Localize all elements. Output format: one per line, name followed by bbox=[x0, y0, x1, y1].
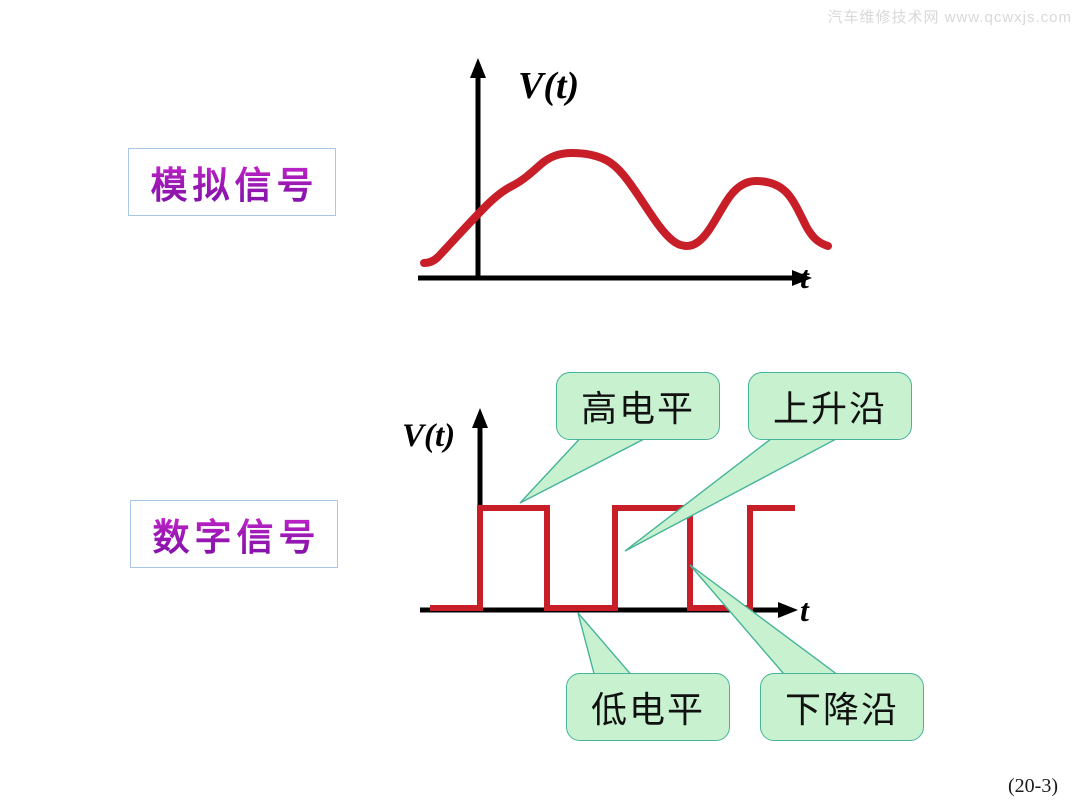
digital-y-axis-label: V(t) bbox=[402, 418, 456, 454]
rising-edge-callout-text: 上升沿 bbox=[772, 389, 887, 430]
page-number: (20-3) bbox=[1008, 775, 1058, 797]
digital-signal-label-box: 数字信号 bbox=[130, 500, 338, 568]
high-level-callout: 高电平 bbox=[556, 372, 720, 440]
digital-signal-label-text: 数字信号 bbox=[148, 507, 321, 561]
analog-signal-label-box: 模拟信号 bbox=[128, 148, 336, 216]
falling-edge-callout: 下降沿 bbox=[760, 673, 924, 741]
analog-signal-chart bbox=[400, 50, 860, 310]
digital-waveform-path bbox=[430, 505, 795, 611]
digital-x-axis-label: t bbox=[800, 592, 809, 628]
low-level-callout: 低电平 bbox=[566, 673, 730, 741]
analog-axes bbox=[418, 58, 812, 286]
watermark-text: 汽车维修技术网 www.qcwxjs.com bbox=[827, 9, 1072, 26]
falling-edge-callout-text: 下降沿 bbox=[784, 690, 899, 731]
analog-x-axis-label: t bbox=[800, 259, 809, 295]
analog-waveform-path bbox=[420, 149, 832, 267]
analog-y-axis-label: V(t) bbox=[518, 65, 580, 107]
analog-signal-label-text: 模拟信号 bbox=[146, 155, 319, 209]
high-level-callout-text: 高电平 bbox=[580, 389, 695, 430]
rising-edge-callout: 上升沿 bbox=[748, 372, 912, 440]
low-level-callout-text: 低电平 bbox=[590, 690, 705, 731]
